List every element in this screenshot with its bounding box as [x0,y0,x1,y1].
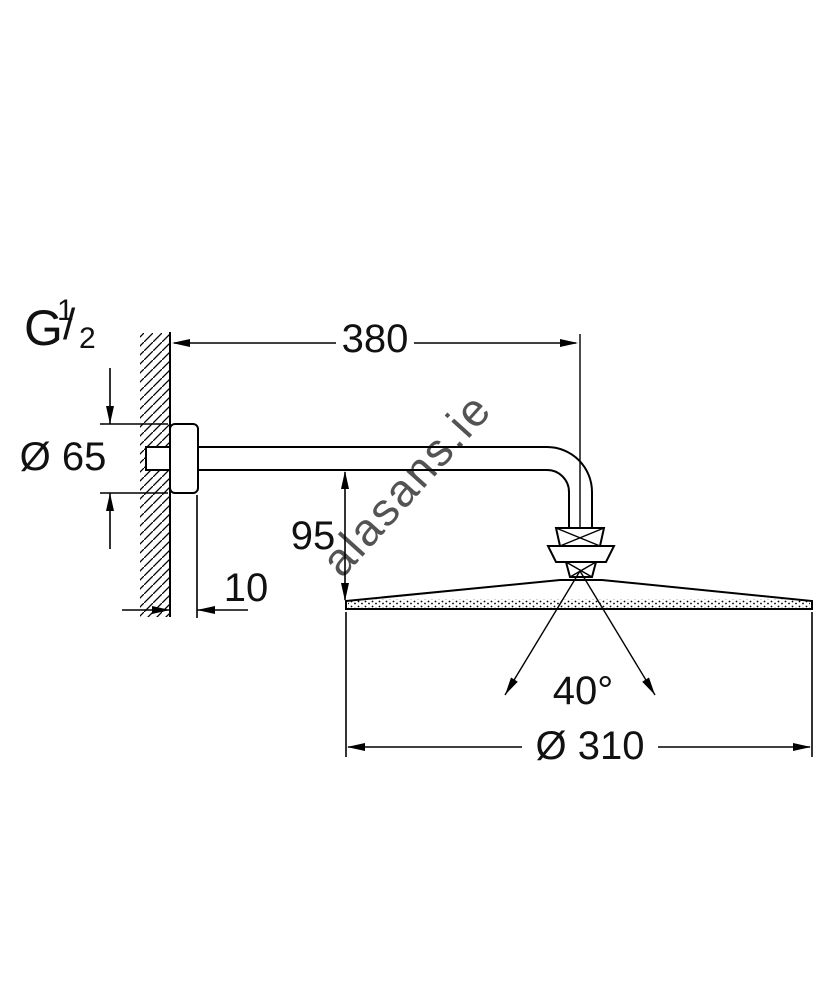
arrow-left [172,339,190,347]
thread-prefix: G [24,300,63,356]
wall-flange [169,423,199,494]
arm-length-label: 380 [342,317,409,361]
arrow-up [106,493,114,511]
joint-cross-line [559,527,605,547]
head-diameter-dimension: Ø 310 [345,612,813,768]
shower-arm-inner-line [198,469,570,528]
joint-collar [546,545,616,563]
arrow-left [197,606,215,614]
pipe-stub [145,446,171,471]
arrow-up [341,471,349,489]
wall [140,332,171,617]
arm-length-dimension: 380 [172,317,578,361]
arrow-right [152,606,170,614]
spray-angle-dimension: 40° [504,570,656,713]
arrow-right [793,743,811,751]
flange-diameter-dimension: Ø 65 [20,368,168,549]
head-offset-label: 95 [291,514,336,558]
arrow-down [106,406,114,424]
arrow-down [341,583,349,601]
plate-thickness-label: 10 [224,566,269,610]
ball-joint [546,527,616,578]
angle-leg-right [579,570,656,696]
arrow-right [560,339,578,347]
plate-thickness-dimension: 10 [122,495,268,618]
flange-diameter-label: Ø 65 [20,435,107,479]
arrow-right [642,677,655,695]
spray-angle-label: 40° [553,669,614,713]
joint-cross-line [555,527,601,547]
shower-arm-assembly [145,423,593,528]
thread-denominator: 2 [79,322,96,355]
watermark-text: alasans.ie [311,382,502,586]
nozzle-face [348,599,810,609]
joint-cross-line [569,561,597,578]
shower-head [345,579,813,610]
thread-fraction-slash: / [63,300,76,349]
joint-cross-line [565,561,593,578]
shower-arm-outer-line [198,446,593,528]
arrow-left [505,677,518,695]
wall-hatching [140,333,170,617]
thread-size-label: G 1 / 2 [24,294,96,356]
angle-leg-left [504,570,581,696]
arrow-left [347,743,365,751]
head-offset-dimension: 95 [291,471,349,601]
thread-numerator: 1 [57,294,74,327]
head-diameter-label: Ø 310 [536,724,645,768]
